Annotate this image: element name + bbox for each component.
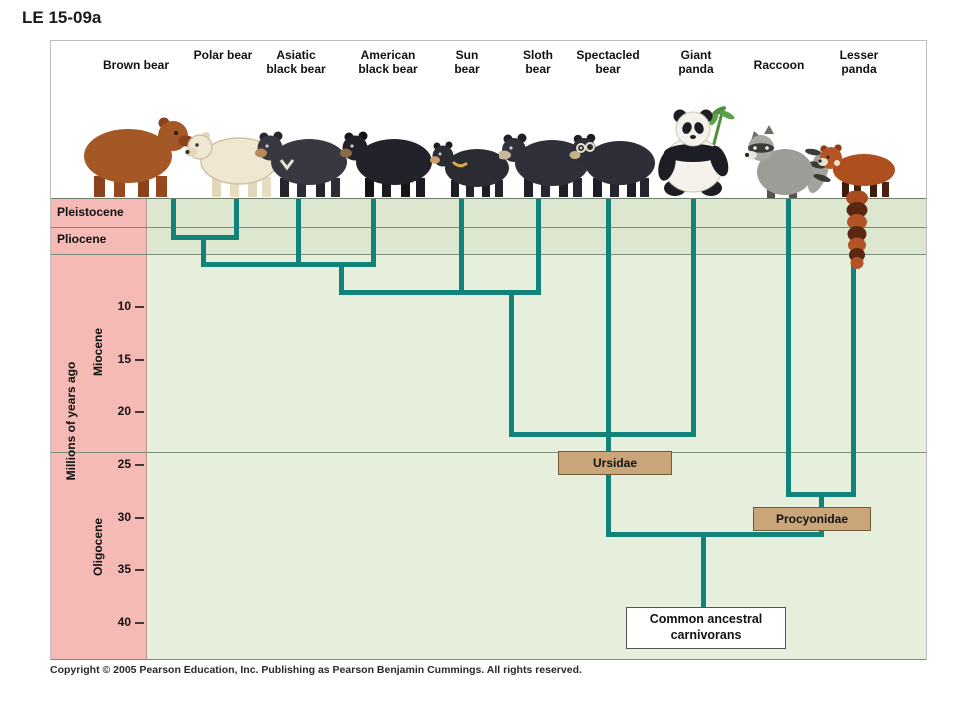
- copyright-notice: Copyright © 2005 Pearson Education, Inc.…: [50, 664, 582, 676]
- branch-sloth-bear: [536, 199, 541, 292]
- ursidae-label: Ursidae: [558, 451, 672, 475]
- animal-label-asiatic-black-bear: Asiatic black bear: [266, 48, 326, 76]
- tick-40: 40: [117, 615, 131, 629]
- tick-15: 15: [117, 352, 131, 366]
- giant-panda-illustration: [651, 103, 741, 198]
- tick-mark: [135, 569, 144, 571]
- animal-label-american-black-bear: American black bear: [358, 48, 418, 76]
- phylogeny-figure: Brown bear Polar bear Asiatic black bear…: [50, 40, 927, 660]
- animal-label-raccoon: Raccoon: [753, 58, 805, 72]
- lesser-panda-tail-illustration: [843, 191, 871, 269]
- raccoon-illustration: [743, 118, 831, 198]
- tick-25: 25: [117, 457, 131, 471]
- node-black-bears: [201, 262, 376, 267]
- branch-raccoon: [786, 199, 791, 494]
- branch-sun-bear: [459, 199, 464, 292]
- tick-mark: [135, 464, 144, 466]
- spectacled-bear-illustration: [569, 120, 657, 198]
- tick-35: 35: [117, 562, 131, 576]
- branch-brown-bear: [171, 199, 176, 237]
- node-root: [606, 532, 824, 537]
- branch-asiatic-black-bear: [296, 199, 301, 264]
- tick-30: 30: [117, 510, 131, 524]
- phylogeny-chart: Pleistocene Pliocene Miocene Oligocene M…: [51, 198, 926, 660]
- node-ursidae: [509, 432, 696, 437]
- tick-mark: [135, 622, 144, 624]
- tick-20: 20: [117, 404, 131, 418]
- animal-label-lesser-panda: Lesser panda: [839, 48, 879, 76]
- branch-giant-panda: [691, 199, 696, 434]
- tick-10: 10: [117, 299, 131, 313]
- sloth-bear-illustration: [499, 120, 591, 198]
- tick-mark: [135, 359, 144, 361]
- tree-stem: [606, 432, 611, 535]
- animal-label-sloth-bear: Sloth bear: [523, 48, 553, 76]
- tree-stem: [339, 262, 344, 293]
- epoch-boundary-line: [51, 227, 926, 228]
- time-axis-label: Millions of years ago: [64, 361, 78, 481]
- tree-stem: [509, 290, 514, 435]
- animal-label-sun-bear: Sun bear: [454, 48, 480, 76]
- lesser-panda-illustration: [816, 136, 901, 198]
- branch-american-black-bear: [371, 199, 376, 264]
- tick-mark: [135, 411, 144, 413]
- sun-bear-illustration: [429, 128, 511, 198]
- page-title: LE 15-09a: [22, 8, 102, 27]
- animal-label-giant-panda: Giant panda: [678, 48, 714, 76]
- epoch-label-pliocene: Pliocene: [57, 232, 107, 246]
- epoch-boundary-line: [51, 659, 926, 660]
- common-ancestor-label: Common ancestral carnivorans: [626, 607, 786, 649]
- brown-bear-illustration: [76, 98, 196, 198]
- epoch-boundary-line: [51, 452, 926, 453]
- asiatic-black-bear-illustration: [254, 116, 349, 198]
- tick-mark: [135, 306, 144, 308]
- animal-row: Brown bear Polar bear Asiatic black bear…: [51, 41, 926, 198]
- timescale-band: [51, 199, 147, 660]
- root-stem: [701, 532, 706, 612]
- tree-stem: [201, 235, 206, 265]
- animal-label-polar-bear: Polar bear: [193, 48, 253, 62]
- american-black-bear-illustration: [339, 116, 434, 198]
- node-sun-sloth: [339, 290, 541, 295]
- epoch-label-pleistocene: Pleistocene: [57, 205, 124, 219]
- animal-label-brown-bear: Brown bear: [102, 58, 169, 72]
- animal-label-spectacled-bear: Spectacled bear: [576, 48, 640, 76]
- tick-mark: [135, 517, 144, 519]
- epoch-boundary-line: [51, 254, 926, 255]
- branch-spectacled-bear: [606, 199, 611, 434]
- procyonidae-label: Procyonidae: [753, 507, 871, 531]
- branch-polar-bear: [234, 199, 239, 237]
- branch-lesser-panda: [851, 199, 856, 494]
